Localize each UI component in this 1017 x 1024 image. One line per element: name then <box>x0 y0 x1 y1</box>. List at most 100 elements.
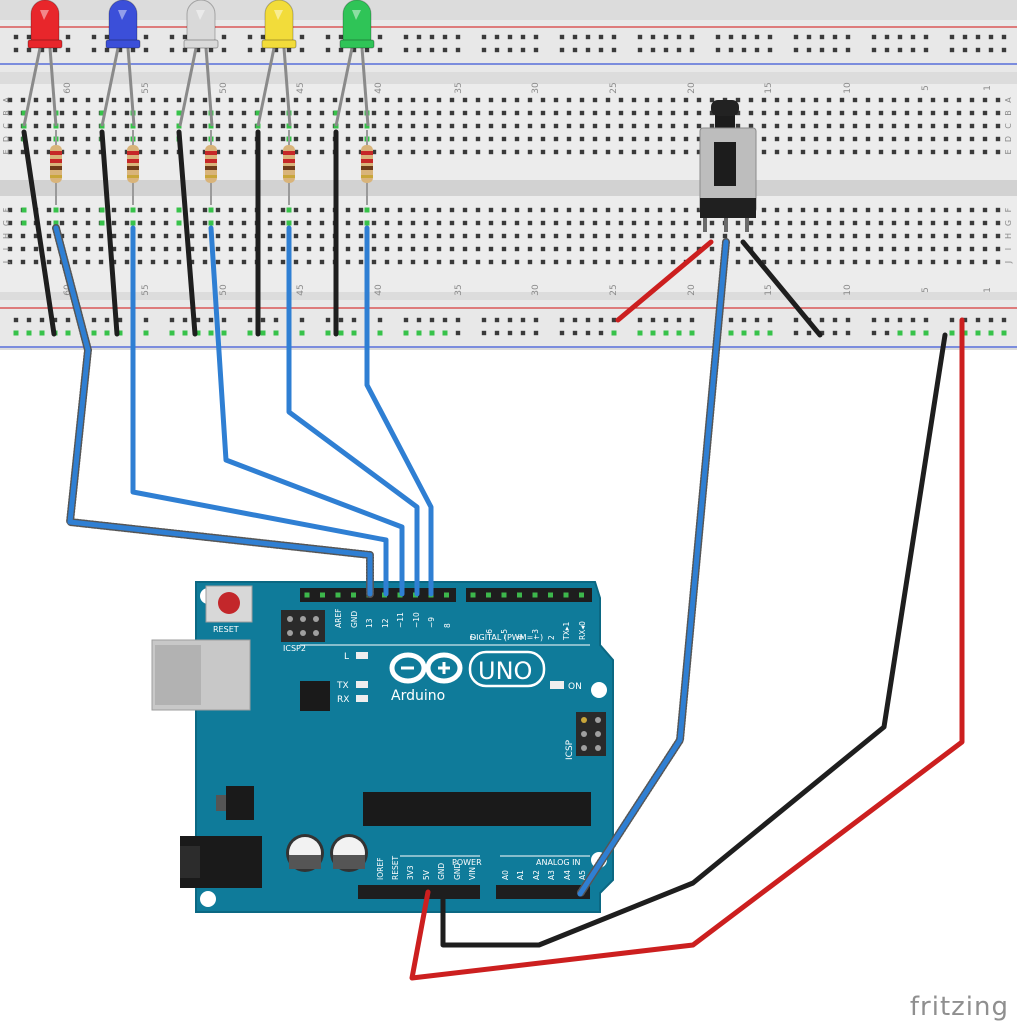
column-number: 35 <box>454 284 464 295</box>
column-number: 40 <box>374 284 384 296</box>
power-section-label: POWER <box>452 858 482 867</box>
analog-pin-label: A5 <box>578 870 587 880</box>
digital-pin-label: ~10 <box>412 612 421 628</box>
analog-pin-label: A1 <box>516 870 525 880</box>
led[interactable] <box>256 0 297 127</box>
column-number: 20 <box>687 284 697 296</box>
row-letter: F <box>1004 207 1013 212</box>
column-number: 5 <box>921 287 931 293</box>
row-letter: C <box>2 123 11 129</box>
analog-header <box>496 885 590 899</box>
fritzing-watermark: fritzing <box>909 992 1009 1022</box>
analog-pin-label: A2 <box>532 870 541 880</box>
row-letter: D <box>1004 136 1013 142</box>
voltage-regulator <box>226 786 254 820</box>
digital-pin-label: AREF <box>334 609 343 628</box>
column-number: 25 <box>609 284 619 295</box>
reset-label: RESET <box>213 625 239 634</box>
power-pin-label: GND <box>437 863 446 880</box>
digital-pin-label: 8 <box>443 623 452 628</box>
row-letter: F <box>2 207 11 212</box>
resistor[interactable] <box>205 130 217 205</box>
reset-button[interactable] <box>205 585 253 623</box>
power-pin-label: GND <box>453 863 462 880</box>
resistor[interactable] <box>361 130 373 205</box>
column-number: 45 <box>296 82 306 93</box>
ground-jumpers <box>21 129 339 337</box>
wire-gnd <box>440 332 948 948</box>
power-pin-label: IOREF <box>376 858 385 880</box>
resistor[interactable] <box>283 130 295 205</box>
digital-pin-label: ~5 <box>500 629 509 640</box>
led[interactable] <box>100 0 141 127</box>
led-row <box>22 0 375 127</box>
usb-chip <box>300 681 330 711</box>
power-pin-label: RESET <box>391 856 400 880</box>
row-letter: B <box>2 110 11 116</box>
led[interactable] <box>334 0 375 127</box>
led-label-tx: TX <box>336 681 349 691</box>
analog-pin-label: A3 <box>547 870 556 880</box>
column-numbers: 6060555550504545404035353030252520201515… <box>63 82 993 296</box>
row-letter: G <box>2 220 11 226</box>
column-number: 30 <box>531 82 541 94</box>
digital-pin-label: 13 <box>365 618 374 628</box>
digital-pin-label: ~11 <box>396 612 405 628</box>
icsp2-header <box>281 610 325 642</box>
power-wires <box>409 317 965 981</box>
row-letter: A <box>1004 97 1013 103</box>
arduino-uno-board: RESET ICSP2 L TX RX ON <box>151 581 614 913</box>
capacitors <box>286 834 368 872</box>
signal-wires <box>52 224 730 898</box>
on-label: ON <box>568 682 582 692</box>
analog-pin-label: A0 <box>501 870 510 880</box>
row-letter: E <box>1004 149 1013 154</box>
row-letter: I <box>1004 248 1013 250</box>
column-number: 35 <box>454 82 464 93</box>
row-letter: H <box>1004 233 1013 239</box>
column-number: 60 <box>63 284 73 296</box>
model-label: UNO <box>478 657 532 685</box>
digital-pin-label: 2 <box>547 635 556 640</box>
led[interactable] <box>178 0 219 127</box>
column-number: 20 <box>687 82 697 94</box>
column-number: 55 <box>141 284 151 295</box>
digital-pin-label: 7 <box>469 635 478 640</box>
analog-section-label: ANALOG IN <box>536 858 581 867</box>
column-number: 50 <box>219 284 229 296</box>
row-letter: E <box>2 149 11 154</box>
column-number: 50 <box>219 82 229 94</box>
column-number: 1 <box>983 287 993 293</box>
row-letter: J <box>1004 261 1013 264</box>
power-pin-label: 3V3 <box>406 865 415 880</box>
resistor[interactable] <box>50 130 62 205</box>
icsp-header <box>576 712 606 756</box>
power-pin-label: 5V <box>422 869 431 880</box>
led-label-rx: RX <box>337 695 349 705</box>
microcontroller <box>363 792 591 826</box>
digital-pin-label: 12 <box>381 618 390 628</box>
wire-pot-wiper-a5 <box>577 239 729 897</box>
column-number: 25 <box>609 82 619 93</box>
pot-wires <box>615 239 823 338</box>
uno-badge <box>468 650 546 688</box>
resistor-row <box>50 130 373 205</box>
column-number: 60 <box>63 82 73 94</box>
column-number: 10 <box>843 284 853 296</box>
power-header <box>358 885 480 899</box>
icsp-label: ICSP <box>565 739 575 760</box>
resistor[interactable] <box>127 130 139 205</box>
row-letter: B <box>1004 110 1013 116</box>
digital-pin-label: ~6 <box>485 629 494 640</box>
column-number: 10 <box>843 82 853 94</box>
wire-pin10 <box>286 225 420 597</box>
column-number: 55 <box>141 82 151 93</box>
digital-pin-label: ~9 <box>427 617 436 628</box>
potentiometer[interactable] <box>699 100 757 232</box>
digital-pin-label: RX◂0 <box>578 621 587 640</box>
led[interactable] <box>22 0 63 127</box>
wire-pin13 <box>53 225 373 597</box>
